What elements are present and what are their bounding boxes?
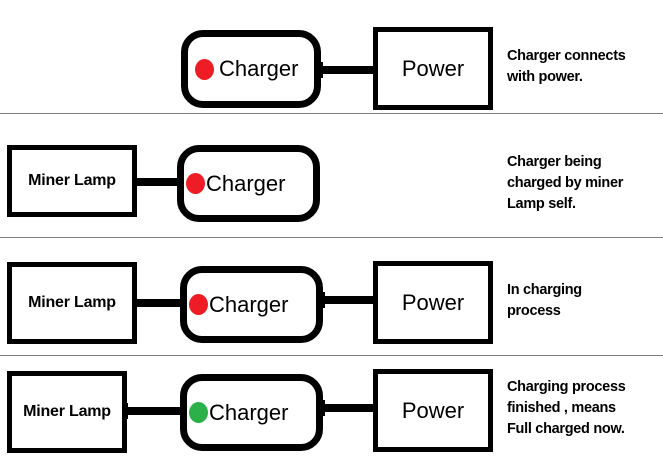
miner-lamp-node-row-3[interactable]: Miner Lamp	[7, 262, 137, 344]
charger-content: Charger	[184, 152, 313, 215]
wire-charger-to-power-row-3	[323, 296, 378, 304]
charger-node-row-1[interactable]: Charger	[181, 30, 321, 108]
diagram-row-1: Charger Power Charger connects with powe…	[0, 0, 663, 113]
status-led-icon	[195, 58, 214, 80]
caption-row-2: Charger being charged by miner Lamp self…	[507, 152, 663, 215]
caption-line: process	[507, 303, 561, 319]
caption-line: Full charged now.	[507, 421, 625, 437]
row-separator-2	[0, 237, 663, 238]
power-label: Power	[401, 397, 465, 423]
wire-charger-to-power-row-1	[322, 66, 377, 74]
miner-lamp-label: Miner Lamp	[28, 172, 116, 189]
charger-node-row-3[interactable]: Charger	[180, 266, 323, 343]
caption-line: Lamp self.	[507, 196, 576, 212]
caption-line: with power.	[507, 69, 583, 85]
power-node-row-1[interactable]: Power	[373, 27, 493, 110]
charger-node-row-2[interactable]: Charger	[177, 145, 320, 222]
wire-lamp-to-charger-row-4	[126, 407, 188, 415]
power-label: Power	[401, 55, 465, 81]
charger-node-row-4[interactable]: Charger	[180, 374, 323, 451]
caption-line: Charging process	[507, 379, 626, 395]
status-led-icon	[189, 294, 208, 315]
charger-right-port-row-1	[317, 62, 323, 78]
charger-right-port-row-4	[319, 400, 325, 416]
status-led-icon	[186, 173, 205, 194]
charger-right-port-row-3	[319, 292, 325, 308]
caption-line: In charging	[507, 282, 582, 298]
caption-row-4: Charging process finished , means Full c…	[507, 377, 663, 440]
power-label: Power	[401, 289, 465, 315]
charger-content: Charger	[187, 381, 316, 444]
wire-charger-to-power-row-4	[323, 404, 378, 412]
charger-label: Charger	[209, 399, 289, 425]
lamp-right-port-row-4	[122, 403, 128, 419]
status-led-icon	[189, 402, 208, 423]
charger-label: Charger	[219, 56, 299, 81]
charger-content: Charger	[187, 273, 316, 336]
wire-lamp-to-charger-row-3	[135, 299, 187, 307]
caption-line: Charger connects	[507, 48, 626, 64]
diagram-row-4: Miner Lamp Charger Power Charging proces…	[0, 355, 663, 473]
charger-label: Charger	[209, 291, 289, 317]
diagram-row-2: Miner Lamp Charger Charger being charged…	[0, 113, 663, 237]
caption-row-3: In charging process	[507, 280, 663, 322]
charger-label: Charger	[206, 170, 286, 196]
power-node-row-4[interactable]: Power	[373, 369, 493, 452]
diagram-row-3: Miner Lamp Charger Power In charging pro…	[0, 237, 663, 355]
charger-content: Charger	[188, 37, 314, 101]
wire-lamp-to-charger-row-2	[135, 178, 187, 186]
miner-lamp-node-row-2[interactable]: Miner Lamp	[7, 145, 137, 217]
caption-line: Charger being	[507, 154, 602, 170]
caption-row-1: Charger connects with power.	[507, 46, 663, 88]
miner-lamp-label: Miner Lamp	[23, 403, 111, 420]
power-node-row-3[interactable]: Power	[373, 261, 493, 344]
caption-line: charged by miner	[507, 175, 624, 191]
caption-line: finished , means	[507, 400, 616, 416]
row-separator-3	[0, 355, 663, 356]
row-separator-1	[0, 113, 663, 114]
miner-lamp-node-row-4[interactable]: Miner Lamp	[7, 371, 127, 453]
miner-lamp-label: Miner Lamp	[28, 294, 116, 311]
